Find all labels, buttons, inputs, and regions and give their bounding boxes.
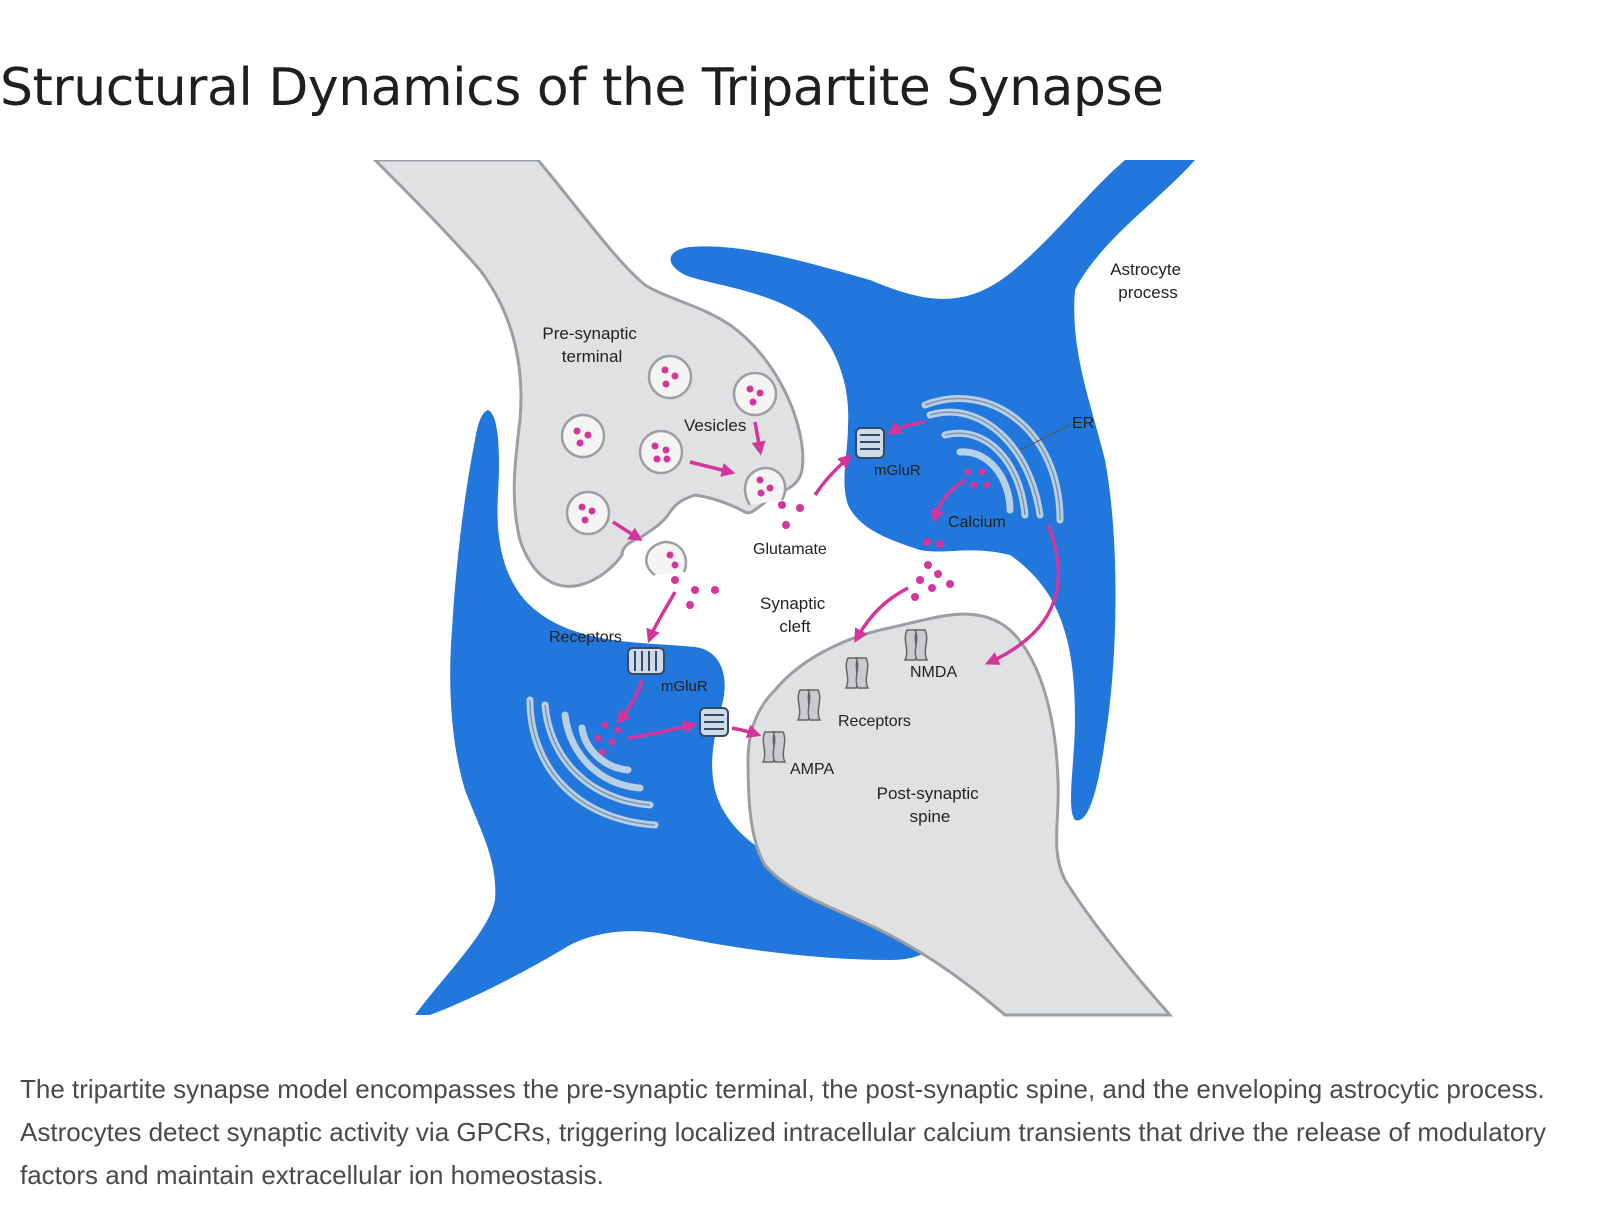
label-vesicles: Vesicles xyxy=(684,416,746,435)
fusing-vesicle xyxy=(645,540,688,577)
fusing-vesicle xyxy=(743,466,787,506)
label-receptors-left: Receptors xyxy=(549,629,622,646)
vesicle xyxy=(565,490,611,536)
astrocyte-process-lower xyxy=(415,410,931,1015)
ampa-receptor-1 xyxy=(844,657,870,689)
label-receptors-post: Receptors xyxy=(838,713,911,730)
label-mglur-top: mGluR xyxy=(874,462,921,479)
pre-synaptic-terminal xyxy=(372,160,805,588)
label-astrocyte-process: Astrocyte process xyxy=(1110,260,1186,302)
tripartite-synapse-diagram: Astrocyte process Pre-synaptic terminal … xyxy=(372,160,1195,1017)
figure-caption: The tripartite synapse model encompasses… xyxy=(20,1074,1546,1190)
vesicle xyxy=(732,371,778,417)
label-nmda: NMDA xyxy=(910,664,957,681)
vesicle xyxy=(560,413,606,459)
nmda-receptor xyxy=(903,629,929,661)
er-leader-line xyxy=(1019,424,1071,451)
label-synaptic-cleft: Synaptic cleft xyxy=(760,594,830,636)
signal-arrows xyxy=(612,420,1061,740)
mglur-receptor-top xyxy=(855,427,885,459)
ampa-receptor-2 xyxy=(796,689,822,721)
label-ampa: AMPA xyxy=(790,761,834,778)
er-lower-outline xyxy=(529,699,656,826)
er-upper-outline xyxy=(924,397,1061,521)
label-calcium: Calcium xyxy=(948,514,1006,531)
label-mglur-left: mGluR xyxy=(661,678,708,695)
astrocyte-process-upper xyxy=(670,160,1195,821)
mglur-receptor-lower xyxy=(699,707,729,737)
vesicle xyxy=(638,429,684,475)
page-title: Structural Dynamics of the Tripartite Sy… xyxy=(0,58,1164,118)
label-pre-synaptic-terminal: Pre-synaptic terminal xyxy=(542,324,641,366)
label-er: ER xyxy=(1072,415,1094,432)
label-glutamate: Glutamate xyxy=(753,541,827,558)
vesicle xyxy=(647,354,693,400)
calcium-particles xyxy=(594,468,991,756)
glutamate-particles xyxy=(671,501,954,609)
mglur-receptor-left xyxy=(627,647,665,675)
ampa-receptor-3 xyxy=(761,731,787,763)
label-post-synaptic-spine: Post-synaptic spine xyxy=(877,784,984,826)
